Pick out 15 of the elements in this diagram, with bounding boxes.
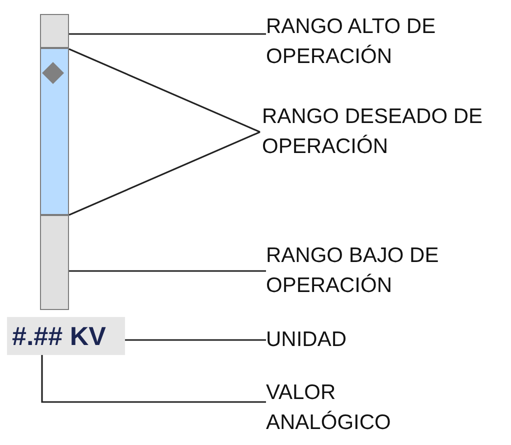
leader-line (69, 33, 266, 35)
leader-line (41, 355, 266, 403)
leader-line (125, 339, 266, 341)
leader-line (68, 131, 260, 216)
callout-label: RANGO BAJO DE OPERACIÓN (266, 241, 511, 301)
callout-label: UNIDAD (266, 325, 386, 355)
callout-label: VALOR ANALÓGICO (266, 378, 426, 438)
low-range-segment (40, 215, 69, 310)
callout-label: RANGO DESEADO DE OPERACIÓN (262, 102, 507, 162)
high-range-segment (40, 14, 69, 48)
leader-line (69, 270, 266, 272)
desired-range-segment (40, 48, 69, 215)
value-readout: #.## KV (7, 317, 125, 355)
leader-line (68, 48, 260, 133)
callout-label: RANGO ALTO DE OPERACIÓN (266, 12, 511, 72)
